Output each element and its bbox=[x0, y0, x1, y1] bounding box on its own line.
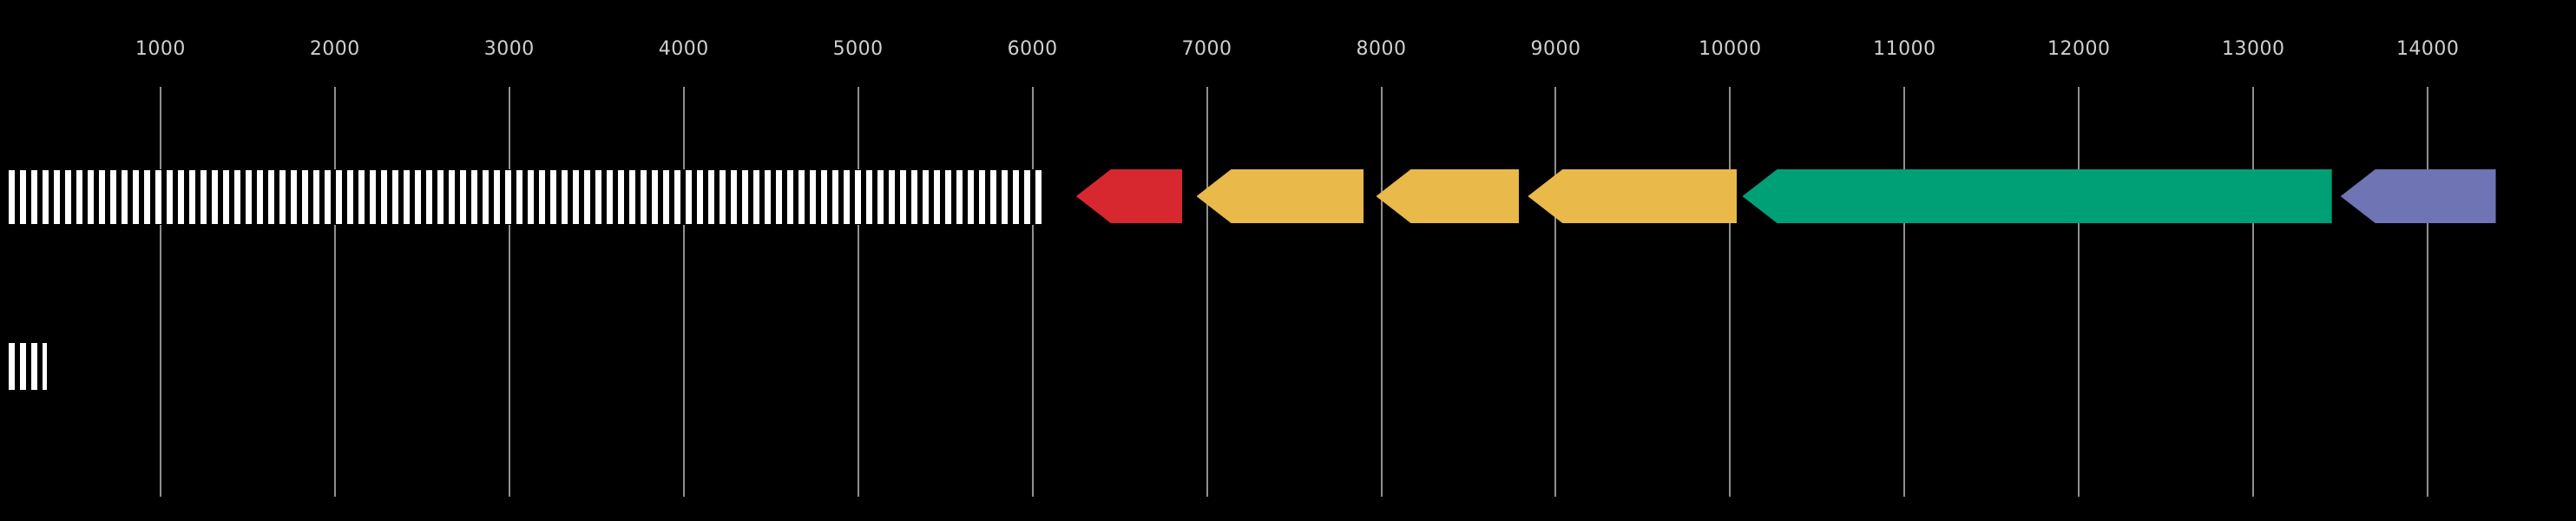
cds-red bbox=[1075, 169, 1183, 223]
tick-label: 12000 bbox=[2047, 38, 2111, 60]
tick-label: 10000 bbox=[1699, 38, 1762, 60]
gridline bbox=[2078, 87, 2080, 497]
gridline bbox=[2427, 87, 2429, 497]
tick-label: 3000 bbox=[483, 38, 535, 60]
tick-label: 4000 bbox=[658, 38, 709, 60]
tick-label: 6000 bbox=[1007, 38, 1058, 60]
gridline bbox=[2252, 87, 2255, 497]
cds-yellow-2 bbox=[1376, 169, 1520, 223]
cds-yellow-3 bbox=[1528, 169, 1738, 223]
hatched-region-main bbox=[9, 169, 1047, 225]
gridline bbox=[1729, 87, 1732, 497]
cds-green bbox=[1742, 169, 2332, 223]
tick-label: 2000 bbox=[309, 38, 360, 60]
gridline bbox=[857, 87, 859, 497]
tick-label: 8000 bbox=[1356, 38, 1407, 60]
gridline bbox=[1380, 87, 1383, 497]
gridline bbox=[1903, 87, 1906, 497]
cds-purple bbox=[2340, 169, 2496, 223]
gridline bbox=[508, 87, 510, 497]
gridline bbox=[1031, 87, 1034, 497]
tick-label: 7000 bbox=[1181, 38, 1232, 60]
gridline bbox=[1554, 87, 1557, 497]
tick-label: 1000 bbox=[135, 38, 186, 60]
tick-label: 14000 bbox=[2395, 38, 2460, 60]
tick-label: 5000 bbox=[832, 38, 884, 60]
hatched-region-small bbox=[9, 342, 48, 391]
cds-yellow-1 bbox=[1196, 169, 1364, 223]
gridline bbox=[1206, 87, 1208, 497]
tick-label: 9000 bbox=[1530, 38, 1581, 60]
tick-label: 11000 bbox=[1873, 38, 1936, 60]
tick-label: 13000 bbox=[2221, 38, 2285, 60]
gridline bbox=[333, 87, 336, 497]
gridline bbox=[682, 87, 685, 497]
gridline bbox=[159, 87, 161, 497]
